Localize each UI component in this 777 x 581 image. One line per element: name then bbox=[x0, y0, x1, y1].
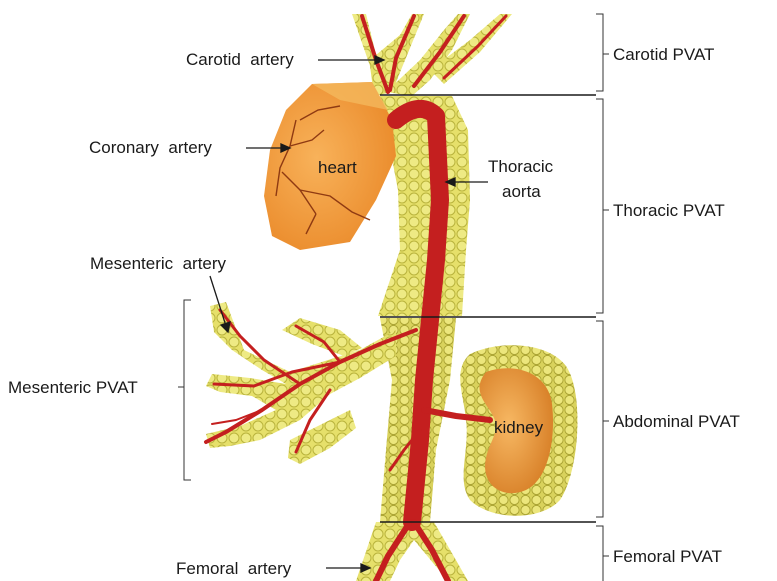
thoracic-aorta-label-line2: aorta bbox=[502, 183, 541, 200]
mesenteric-artery-label: Mesenteric artery bbox=[90, 255, 226, 272]
mesenteric-bracket bbox=[178, 300, 191, 480]
femoral-pvat-label: Femoral PVAT bbox=[613, 548, 722, 565]
abdominal-bracket bbox=[596, 321, 609, 517]
carotid-bracket bbox=[596, 14, 609, 91]
thoracic-pvat-label: Thoracic PVAT bbox=[613, 202, 725, 219]
femoral-bracket bbox=[596, 526, 609, 581]
coronary-artery-label: Coronary artery bbox=[89, 139, 212, 156]
thoracic-bracket bbox=[596, 99, 609, 313]
thoracic-aorta-label-line1: Thoracic bbox=[488, 158, 553, 175]
abdominal-pvat-label: Abdominal PVAT bbox=[613, 413, 740, 430]
mesenteric-pvat-label: Mesenteric PVAT bbox=[8, 379, 138, 396]
femoral-artery-label: Femoral artery bbox=[176, 560, 291, 577]
carotid-artery-label: Carotid artery bbox=[186, 51, 294, 68]
carotid-pvat-label: Carotid PVAT bbox=[613, 46, 714, 63]
heart-label: heart bbox=[318, 159, 357, 176]
kidney-label: kidney bbox=[494, 419, 543, 436]
